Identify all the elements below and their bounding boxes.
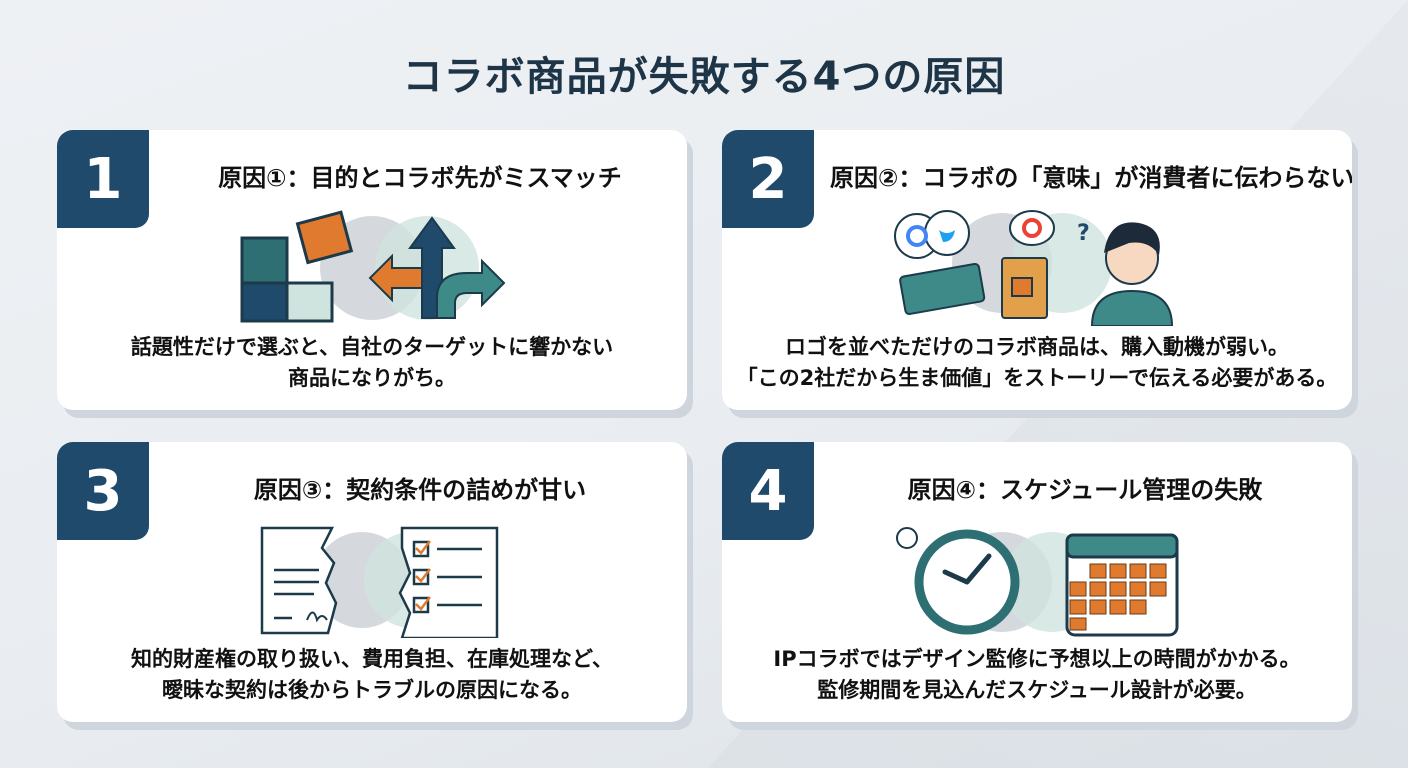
card-description: ロゴを並べただけのコラボ商品は、購入動機が弱い。 「この2社だから生ま価値」をス… bbox=[732, 332, 1342, 394]
number-badge: 1 bbox=[57, 130, 149, 228]
description-line: 監修期間を見込んだスケジュール設計が必要。 bbox=[817, 678, 1257, 702]
description-line: IPコラボではデザイン監修に予想以上の時間がかかる。 bbox=[773, 647, 1301, 671]
card-description: IPコラボではデザイン監修に予想以上の時間がかかる。 監修期間を見込んだスケジュ… bbox=[732, 644, 1342, 706]
description-line: 話題性だけで選ぶと、自社のターゲットに響かない bbox=[130, 335, 614, 359]
cause-card-3: 3 原因③：契約条件の詰めが甘い 知的財産権の取り扱い、費用負担、在庫処理など、… bbox=[57, 442, 687, 722]
cause-card-1: 1 原因①：目的とコラボ先がミスマッチ 話題性だけで選ぶと、自社のターゲットに響… bbox=[57, 130, 687, 410]
card-description: 知的財産権の取り扱い、費用負担、在庫処理など、 曖昧な契約は後からトラブルの原因… bbox=[67, 644, 677, 706]
description-line: 商品になりがち。 bbox=[288, 366, 456, 390]
card-title: 原因①：目的とコラボ先がミスマッチ bbox=[218, 164, 622, 192]
cause-card-2: 2 原因②：コラボの「意味」が消費者に伝わらない ? ロゴを並べただけのコラボ商… bbox=[722, 130, 1352, 410]
confused-consumer-icon: ? bbox=[894, 210, 1174, 326]
description-line: 知的財産権の取り扱い、費用負担、在庫処理など、 bbox=[131, 647, 613, 671]
number-badge: 3 bbox=[57, 442, 149, 540]
clock-calendar-icon bbox=[896, 527, 1179, 637]
page-title: コラボ商品が失敗する4つの原因 bbox=[402, 54, 1006, 100]
torn-contract-checklist-icon bbox=[260, 526, 499, 638]
description-line: 「この2社だから生ま価値」をストーリーで伝える必要がある。 bbox=[736, 366, 1338, 390]
cause-card-4: 4 原因④：スケジュール管理の失敗 IPコラボではデザイン監修に予想以上の時間が… bbox=[722, 442, 1352, 722]
card-title: 原因③：契約条件の詰めが甘い bbox=[253, 476, 587, 504]
puzzle-arrows-icon bbox=[240, 210, 506, 323]
description-line: ロゴを並べただけのコラボ商品は、購入動機が弱い。 bbox=[785, 335, 1289, 359]
card-description: 話題性だけで選ぶと、自社のターゲットに響かない 商品になりがち。 bbox=[67, 332, 677, 394]
number-badge: 2 bbox=[722, 130, 814, 228]
card-title: 原因②：コラボの「意味」が消費者に伝わらない bbox=[830, 164, 1352, 192]
description-line: 曖昧な契約は後からトラブルの原因になる。 bbox=[162, 678, 582, 702]
svg-text:?: ? bbox=[1077, 221, 1090, 246]
number-badge: 4 bbox=[722, 442, 814, 540]
card-title: 原因④：スケジュール管理の失敗 bbox=[907, 476, 1263, 504]
